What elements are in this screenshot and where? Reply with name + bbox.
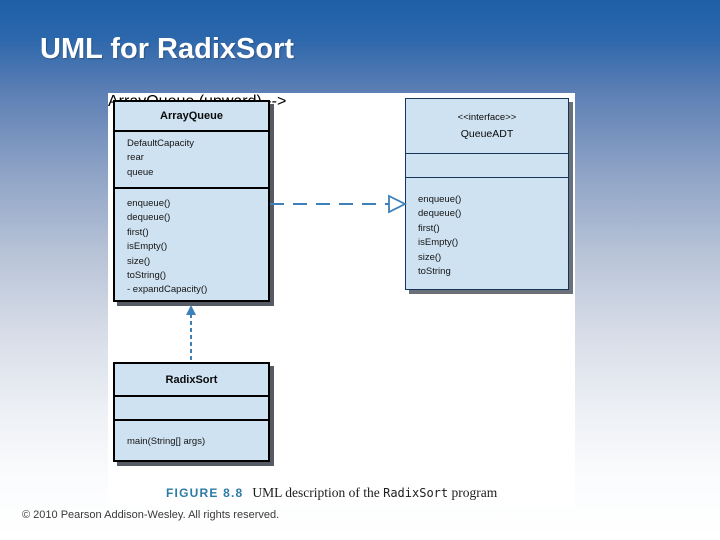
member-item: size() bbox=[418, 251, 442, 263]
member-item: enqueue() bbox=[127, 198, 171, 209]
caption-text: UML description of the bbox=[252, 485, 384, 500]
class-box-arrayqueue: ArrayQueue DefaultCapacity rear queue enqu… bbox=[113, 100, 270, 302]
member-item: rear bbox=[127, 152, 144, 164]
member-item: isEmpty() bbox=[418, 237, 459, 249]
member-item: first() bbox=[418, 222, 440, 234]
caption-code-text: RadixSort bbox=[383, 486, 449, 500]
figure-panel: ArrayQueue DefaultCapacity rear queue enqu… bbox=[108, 93, 575, 507]
figure-label: FIGURE 8.8 bbox=[166, 486, 244, 500]
member-item: DefaultCapacity bbox=[127, 138, 195, 149]
member-item: toString bbox=[418, 266, 451, 278]
class-name-arrayqueue: ArrayQueue bbox=[160, 110, 223, 122]
attributes-compartment bbox=[406, 153, 568, 177]
figure-caption: FIGURE 8.8 UML description of the RadixSo… bbox=[166, 485, 566, 501]
member-item: toString() bbox=[127, 270, 167, 282]
realization-arrow bbox=[270, 194, 408, 214]
member-item: enqueue() bbox=[418, 194, 462, 205]
attributes-compartment: DefaultCapacity rear queue bbox=[115, 130, 268, 187]
methods-compartment: main(String[] args) bbox=[115, 419, 268, 460]
methods-compartment: enqueue() dequeue() first() isEmpty() size()… bbox=[115, 187, 268, 300]
caption-text: program bbox=[448, 485, 498, 500]
member-item: queue bbox=[127, 166, 154, 178]
class-box-queueadt: <<interface>> QueueADT enqueue() dequeue(… bbox=[405, 98, 569, 290]
member-item: size() bbox=[127, 255, 151, 267]
class-box-radixsort: RadixSort main(String[] args) bbox=[113, 362, 270, 462]
member-item: - expandCapacity() bbox=[127, 284, 208, 296]
slide-title: UML for RadixSort bbox=[40, 33, 295, 65]
dependency-arrow bbox=[186, 305, 196, 360]
copyright-text: © 2010 Pearson Addison-Wesley. All right… bbox=[22, 509, 280, 521]
methods-compartment: enqueue() dequeue() first() isEmpty() size()… bbox=[406, 177, 568, 290]
stereotype-label: <<interface>> bbox=[457, 112, 517, 123]
class-name-queueadt: QueueADT bbox=[460, 128, 514, 140]
hollow-triangle-arrowhead bbox=[388, 194, 408, 214]
class-name-radixsort: RadixSort bbox=[165, 373, 218, 386]
member-item: isEmpty() bbox=[127, 241, 168, 253]
member-item: dequeue() bbox=[127, 212, 171, 224]
up-arrowhead bbox=[186, 305, 196, 315]
member-item: first() bbox=[127, 226, 149, 238]
attributes-compartment bbox=[115, 395, 268, 419]
interface-header: <<interface>> QueueADT bbox=[406, 99, 568, 153]
member-item: main(String[] args) bbox=[127, 436, 206, 447]
member-item: dequeue() bbox=[418, 208, 462, 220]
